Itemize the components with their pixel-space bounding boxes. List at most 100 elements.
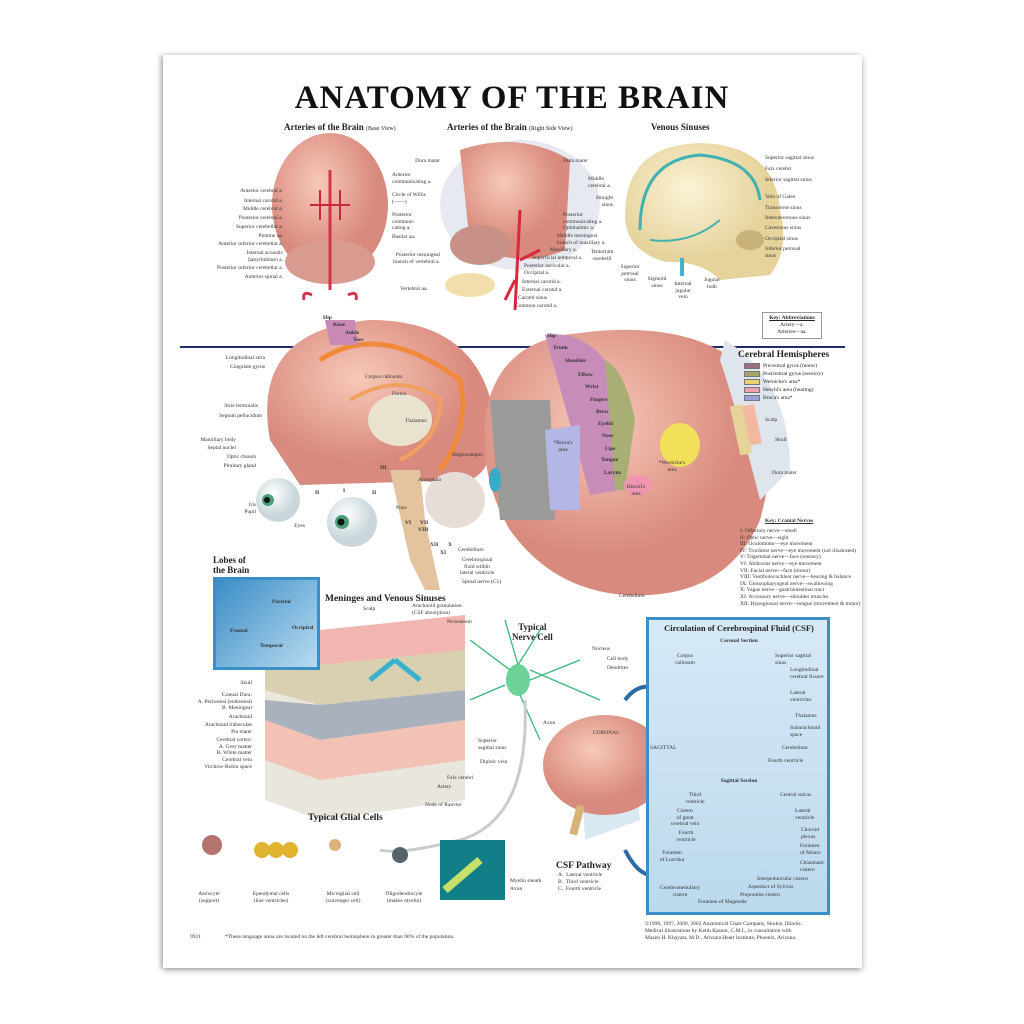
brain-area-label: Eyelid (598, 421, 613, 427)
brain-structure-label: Pituitary gland (223, 463, 256, 469)
brain-area-label: Tongue (601, 457, 619, 463)
coronal-label: Fourth ventricle (768, 758, 804, 764)
artery-label: Superficial temporal a. (532, 255, 583, 261)
sagittal-label: Cistern of great cerebral vein (670, 808, 700, 827)
cranial-nerve-item: II: Optic nerve—sight (740, 534, 789, 541)
brain-structure-label: Hippocampus (452, 452, 483, 458)
coronal-label: Corpus callosum (675, 653, 695, 666)
brain-structure-label: Toes (353, 337, 364, 343)
brain-area-label: Nose (602, 433, 614, 439)
sinus-label: Superior petrosal sinus (620, 264, 640, 283)
brain-structure-label: Pupil (244, 509, 256, 515)
coronal-label: Thalamus (795, 713, 817, 719)
legend-label: Postcentral gyrus (sensory) (763, 371, 823, 377)
sagittal-brain-illustration (256, 320, 495, 590)
side-view-brain-illustration (440, 140, 600, 311)
sagittal-label: Prepontine cistern (740, 892, 780, 898)
brain-structure-label: Fornix (392, 391, 407, 397)
meninges-label: Artery (437, 784, 452, 790)
csf-pathway-brain-illustration (543, 684, 667, 878)
nerve-cell-label: Dendrites (607, 665, 629, 671)
sinus-label: Occipital sinus (765, 236, 798, 242)
artery-label: Middle cerebral a. (588, 176, 611, 189)
coronal-label: Lateral ventricles (790, 690, 812, 703)
artery-label: Circle of Willis (——) (392, 192, 426, 205)
cranial-nerve-item: V: Trigeminal nerve—face (sensory) (740, 554, 821, 561)
nerve-cell-label: Nucleus (592, 646, 611, 652)
brain-area-label: Dura mater (772, 470, 797, 476)
lateral-brain-illustration (484, 329, 790, 596)
brain-structure-label: I (343, 488, 346, 494)
nerve-cell-label: Axon (510, 886, 523, 892)
brain-structure-label: Cerebrospinal fluid within lateral ventr… (459, 557, 495, 576)
brain-structure-label: Knee (333, 322, 346, 328)
artery-label: Common carotid a. (515, 303, 558, 309)
lobes-panel (213, 577, 320, 670)
meninges-label: Diploic vein (480, 759, 508, 765)
key-abbreviations-title: Key: Abbreviations (769, 315, 815, 321)
glial-cell-caption: Oligodendrocyte (makes myelin) (385, 891, 423, 904)
heading-sub: (Right Side View) (528, 126, 573, 132)
sagittal-label: Foramen of Monro (800, 843, 821, 856)
venous-heading: Venous Sinuses (651, 122, 710, 132)
sagittal-label: Aqueduct of Sylvius (748, 884, 794, 890)
artery-label: Anterior inferior cerebellar a. (218, 241, 283, 247)
brain-structure-label: Mamillary body (200, 437, 236, 443)
artery-label: Superior cerebellar a. (235, 224, 283, 230)
brain-area-label: Lips (605, 446, 616, 452)
brain-area-label: Brow (596, 409, 609, 415)
brain-area-label: Wrist (585, 384, 599, 390)
cranial-nerve-item: XII: Hypoglossal nerve—tongue (movement … (740, 600, 861, 607)
brain-structure-label: Septum pellucidum (219, 413, 262, 419)
brain-structure-label: Amygdala (418, 477, 441, 483)
csf-circulation-panel (646, 617, 830, 915)
artery-label: Posterior auricular a. (524, 263, 570, 269)
brain-structure-label: Ankle (345, 330, 360, 336)
copyright-line: ©1996, 1997, 2000, 2002 Anatomical Chart… (645, 921, 802, 927)
csf-pathway-heading: CSF Pathway (556, 861, 612, 871)
brain-structure-label: II (315, 490, 320, 496)
nerve-cell-label: Myelin sheath (510, 878, 542, 884)
meninges-label: Pia mater (231, 729, 252, 735)
brain-structure-label: Optic chiasm (226, 454, 256, 460)
brain-area-label: Skull (775, 437, 787, 443)
sagittal-label: Chiasmatic cistern (800, 860, 825, 873)
brain-structure-label: Spinal nerve (C1) (462, 579, 502, 585)
coronal-label: Superior sagittal sinus (775, 653, 812, 666)
brain-structure-label: VII (420, 520, 429, 526)
base-view-brain-illustration (272, 133, 388, 301)
artery-label: Posterior communicating a. (563, 212, 603, 225)
nerve-cell-label: Cell body (607, 656, 629, 662)
cranial-nerve-item: VI: Abducens nerve—eye movement (740, 561, 822, 567)
legend-label: Wernicke's area* (763, 379, 801, 385)
artery-label: Internal carotid a. (522, 279, 561, 285)
cerebral-hemispheres-heading: Cerebral Hemispheres (738, 350, 830, 360)
brain-structure-label: Corpus callosum (365, 374, 403, 380)
brain-area-label: Shoulder (565, 358, 587, 364)
cranial-nerve-item: III: Oculomotor—eye movement (740, 541, 813, 548)
sinus-label: Superior sagittal sinus (765, 155, 814, 161)
artery-label: Posterior communi- cating a. (392, 212, 415, 231)
meninges-label: Arachnoid granulation (CSF absorption) (412, 603, 462, 616)
brain-area-label: *Broca's area (553, 440, 573, 453)
brain-structure-label: XI (440, 550, 447, 556)
sinus-label: Vein of Galen (765, 194, 796, 200)
glial-cell-caption: Ependymal cells (line ventricles) (252, 891, 290, 904)
coronal-label: Longitudinal cerebral fissure (790, 667, 824, 680)
nerve-cell-label: Axon (543, 720, 556, 726)
sagittal-label: Cerebromedullary cistern (659, 885, 701, 898)
artery-label: External carotid a. (522, 287, 563, 293)
brain-structure-label: Septal nuclei (207, 445, 236, 451)
brain-area-label: *Wernicke's area (658, 460, 686, 473)
key-abbreviation-line: Arteries—aa. (777, 329, 807, 335)
artery-label: Pontine aa. (258, 233, 283, 239)
meninges-label: Periosteum (447, 619, 472, 625)
catalog-number: 9921 (190, 934, 201, 940)
legend-swatch (744, 395, 760, 401)
sagittal-label: Lateral ventricle (795, 808, 815, 821)
venous-sinuses-skull-illustration (625, 143, 784, 280)
artery-label: Basilar aa. (392, 234, 416, 240)
sagittal-label: Interpeduncular cistern (757, 876, 808, 882)
brain-structure-label: Thalamus (405, 418, 427, 424)
brain-structure-label: XII (430, 542, 439, 548)
